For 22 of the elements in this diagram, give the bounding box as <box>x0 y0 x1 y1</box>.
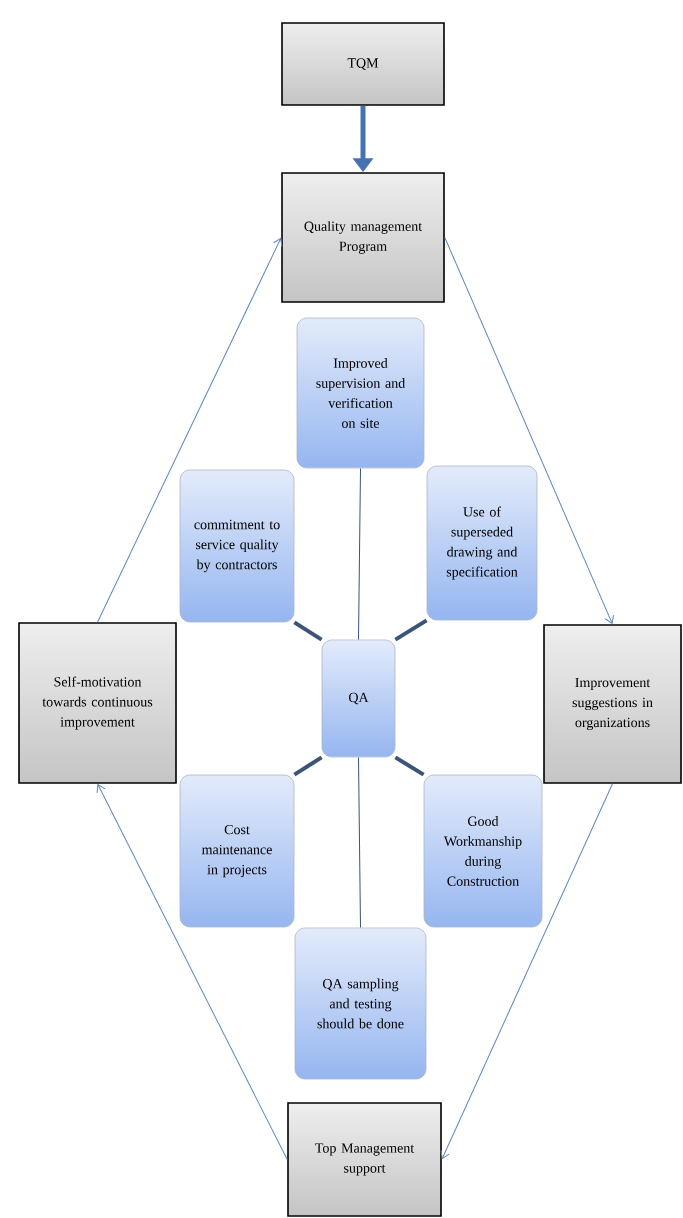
connector-line <box>358 467 361 641</box>
rounded-box: Cost maintenance in projects <box>179 774 295 928</box>
process-box: Self-motivation towards continuous improvement <box>18 622 177 784</box>
arrow <box>440 783 613 1160</box>
rounded-box: QA <box>321 639 396 758</box>
rounded-box: Use of superseded drawing and specification <box>426 465 538 621</box>
connector-line <box>394 618 428 642</box>
arrow <box>444 237 614 624</box>
rounded-box: Improved supervision and verification on site <box>296 317 425 469</box>
process-box: Top Management support <box>287 1102 442 1217</box>
arrow <box>96 784 288 1160</box>
connector-line <box>293 755 323 777</box>
connector-line <box>358 756 361 929</box>
arrow <box>97 237 283 623</box>
process-box: TQM <box>281 22 445 106</box>
rounded-box: QA sampling and testing should be done <box>294 927 427 1080</box>
rounded-box: Good Workmanship during Construction <box>423 774 543 928</box>
rounded-box: commitment to service quality by contractors <box>179 469 295 623</box>
connector-line <box>394 755 425 777</box>
process-box: Quality management Program <box>281 172 445 303</box>
connector-line <box>293 620 323 642</box>
process-box: Improvement suggestions in organizations <box>543 624 682 784</box>
